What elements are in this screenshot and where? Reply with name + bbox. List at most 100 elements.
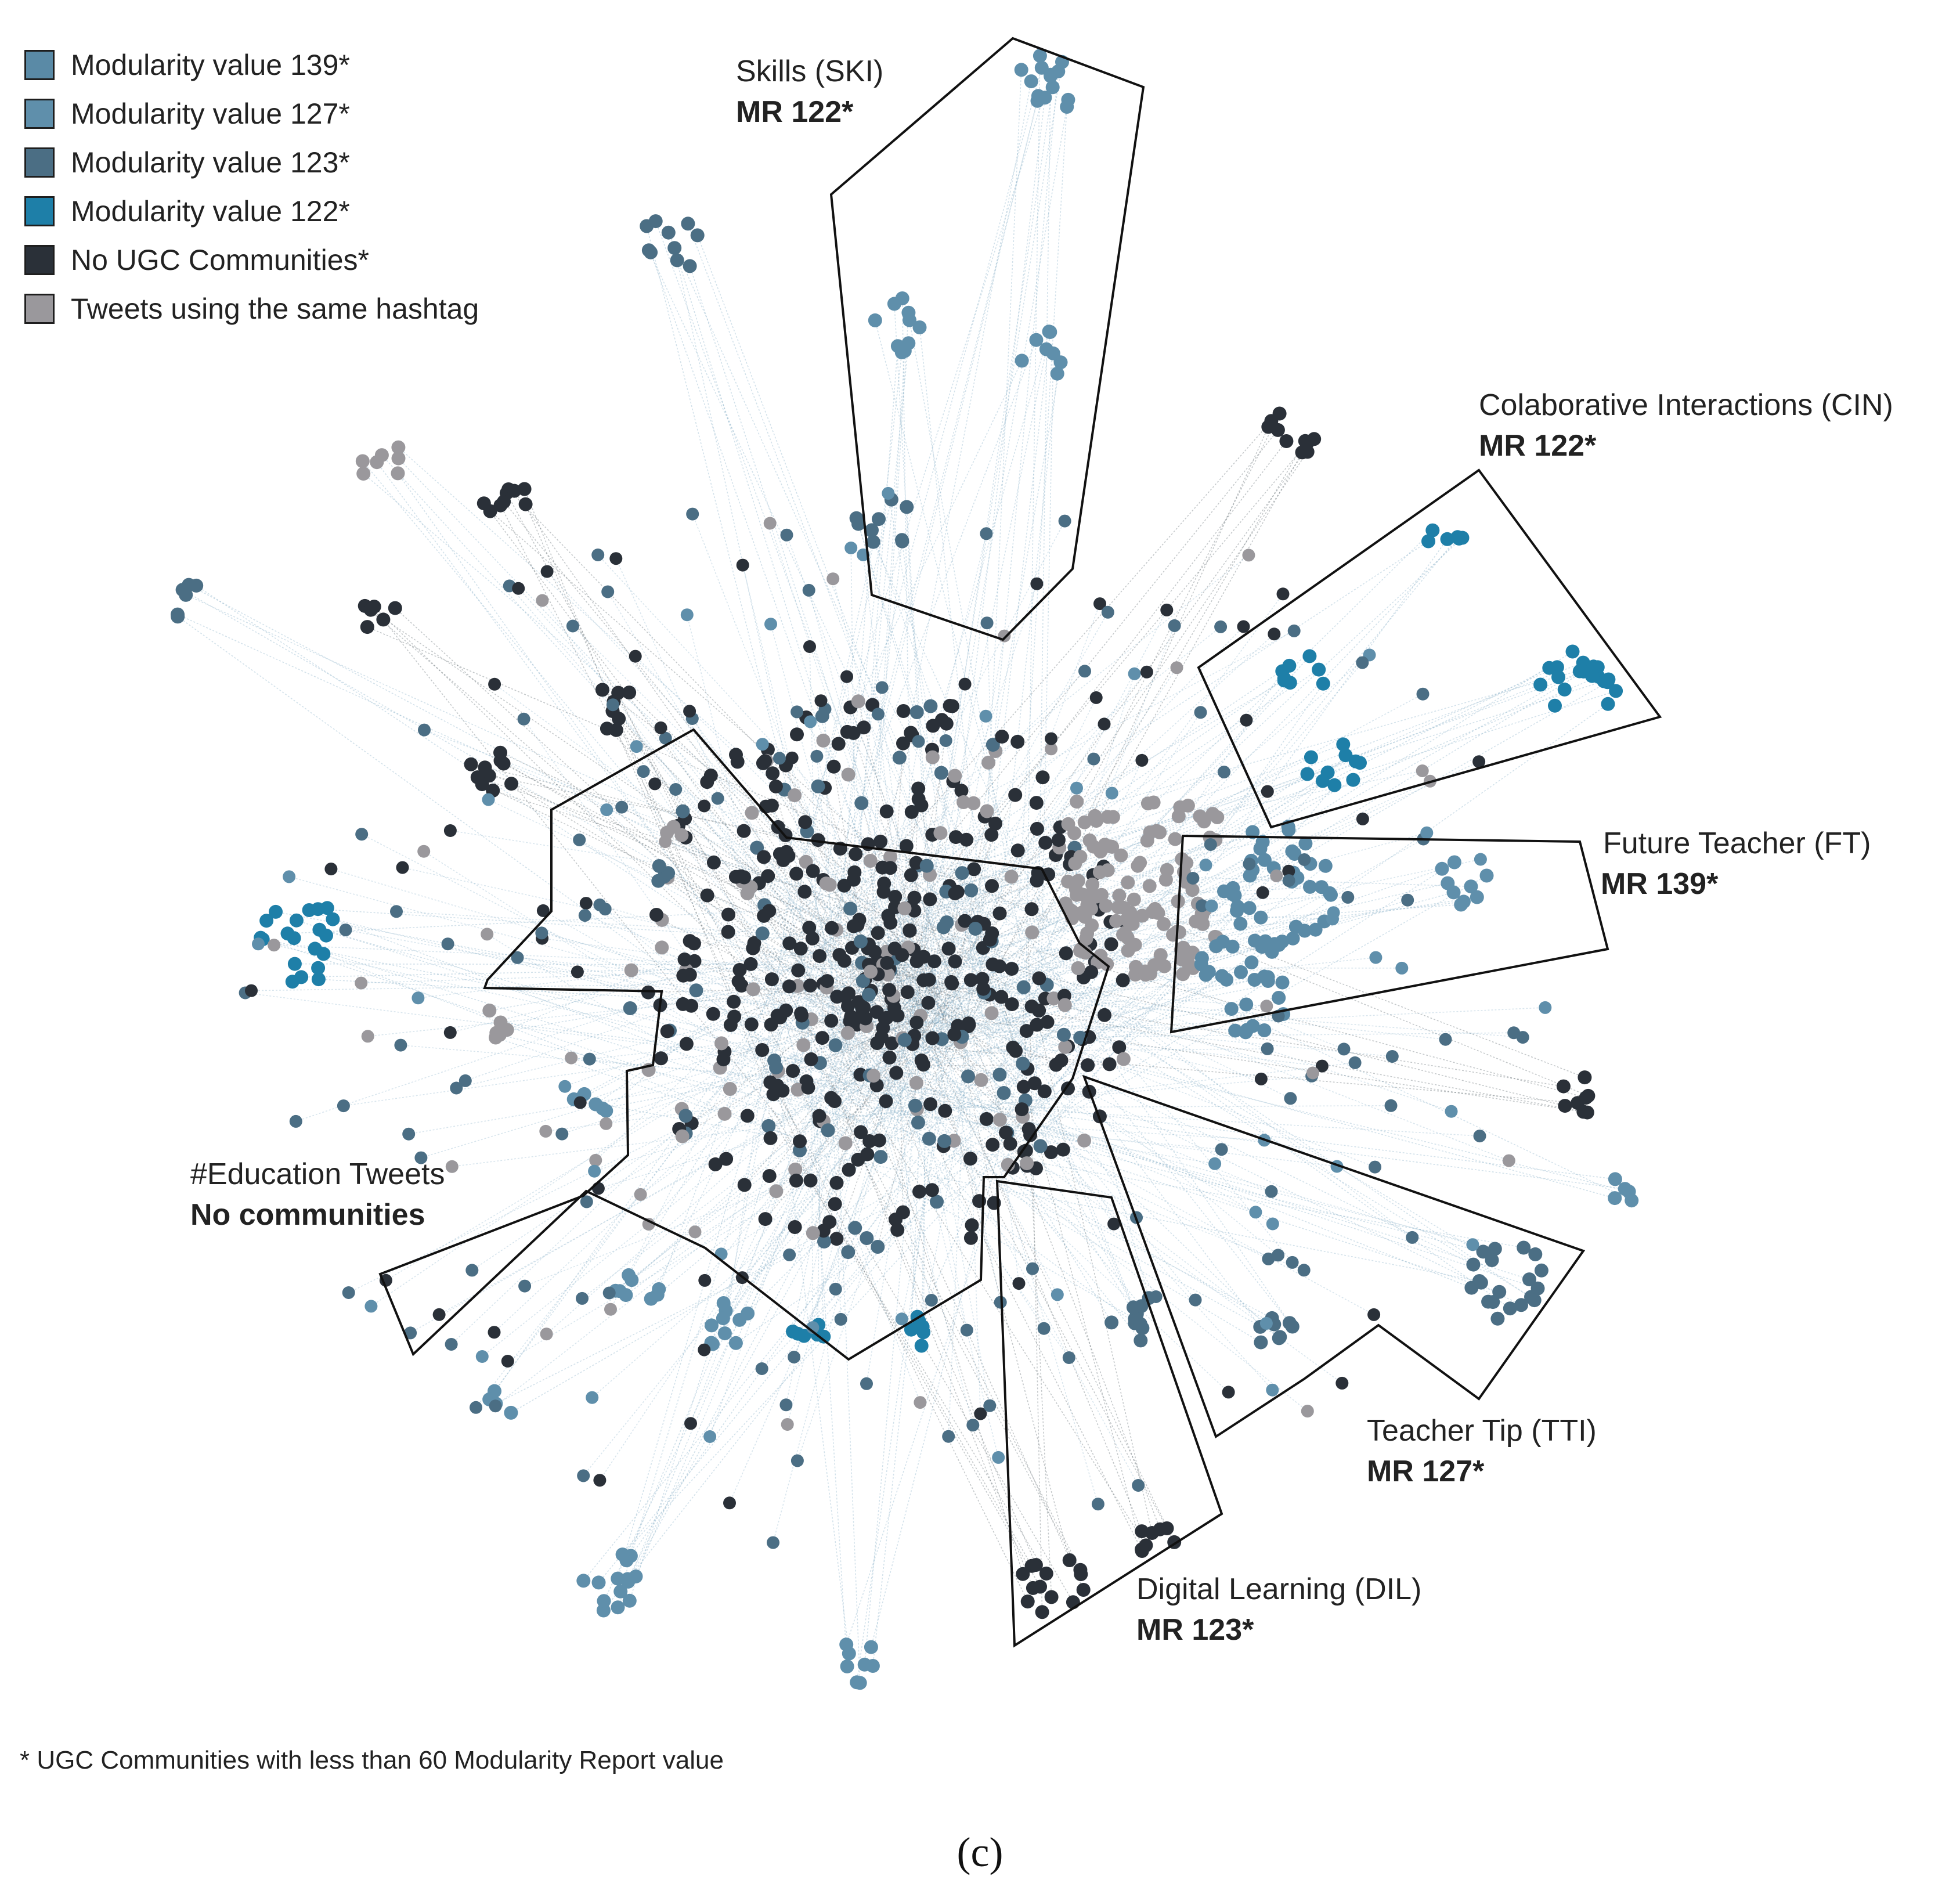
graph-edge [489,775,1017,883]
graph-edge [607,728,1025,1133]
graph-edge [974,1006,1279,1256]
graph-node [1533,677,1548,692]
graph-edge [792,100,1038,1069]
graph-edge [806,1121,1524,1249]
graph-node [868,944,882,959]
graph-node [586,1391,599,1404]
graph-node [493,1015,508,1030]
graph-node [851,517,865,531]
graph-edge [829,1067,868,1222]
graph-edge [761,744,799,948]
graph-node [806,864,820,878]
graph-edge [948,682,1291,1046]
graph-node [756,738,769,751]
graph-node [659,731,672,745]
graph-node [803,978,817,993]
graph-node [897,344,912,358]
graph-node [873,1150,888,1164]
graph-edge [858,972,969,1027]
graph-node [1082,833,1097,847]
graph-node [974,1073,988,1087]
graph-node [283,870,296,883]
graph-node [1237,620,1250,633]
graph-node [782,979,796,994]
graph-node [482,793,495,806]
graph-node [1020,1594,1035,1609]
graph-node [864,964,878,979]
graph-edge [888,741,919,908]
graph-node [1580,1105,1594,1120]
graph-edge [839,975,1587,1113]
graph-node [821,1123,835,1138]
graph-edge [807,910,1142,1307]
graph-node [857,1657,872,1672]
graph-node [1308,922,1323,937]
graph-edge [884,872,1294,1143]
graph-node [1233,917,1248,931]
graph-node [837,954,851,968]
graph-node [1571,1096,1585,1110]
graph-node [698,1343,711,1357]
graph-edge [911,811,914,966]
graph-node [361,1030,374,1043]
graph-node [493,498,508,513]
graph-node [803,1173,818,1188]
node-layer [171,49,1639,1690]
graph-node [1264,414,1279,428]
graph-edge [890,1137,1024,1574]
graph-edge [915,1035,916,1106]
graph-node [840,1026,855,1040]
graph-node [602,1286,616,1300]
graph-node [1134,1333,1148,1348]
graph-edge [832,1085,1081,1571]
graph-edge [1014,893,1233,1129]
graph-node [1353,756,1367,770]
graph-edge [874,977,1013,1048]
graph-node [994,1296,1007,1309]
graph-edge [817,944,824,1335]
graph-node [580,1195,593,1208]
graph-node [600,721,614,736]
graph-edge [772,945,1037,1565]
graph-edge [525,504,795,1125]
graph-edge [777,1069,850,1654]
graph-edge [631,1036,923,1280]
graph-node [287,931,301,946]
graph-edge [804,975,1267,1007]
graph-node [793,1134,807,1149]
graph-node [1346,773,1360,787]
graph-node [1244,955,1259,970]
graph-node [914,1339,929,1353]
graph-edge [594,1052,981,1172]
graph-edge [185,594,1035,979]
graph-edge [896,981,961,1073]
graph-edge [658,899,805,1290]
graph-node [829,1175,844,1190]
graph-node [287,957,302,971]
graph-edge [914,910,936,987]
graph-node [857,720,871,735]
graph-node [540,1327,553,1341]
graph-node [1257,1023,1272,1037]
graph-node [770,1008,785,1023]
graph-edge [904,996,1002,1036]
graph-node [1015,1102,1029,1117]
graph-node [1114,848,1128,863]
graph-node [1070,888,1084,902]
graph-node [1194,951,1209,965]
graph-node [806,1321,820,1334]
graph-edge [986,623,998,917]
graph-edge [860,1022,1088,1066]
graph-node [1502,1154,1515,1167]
graph-node [1384,1099,1398,1112]
graph-node [853,934,868,948]
graph-edge [495,1037,817,1145]
graph-node [595,683,609,697]
graph-edge [260,937,798,1121]
graph-edge [1040,353,1054,998]
graph-edge [889,947,984,1028]
graph-node [1266,1217,1279,1231]
graph-node [769,1184,784,1199]
graph-node [1093,844,1108,858]
graph-node [948,830,963,845]
